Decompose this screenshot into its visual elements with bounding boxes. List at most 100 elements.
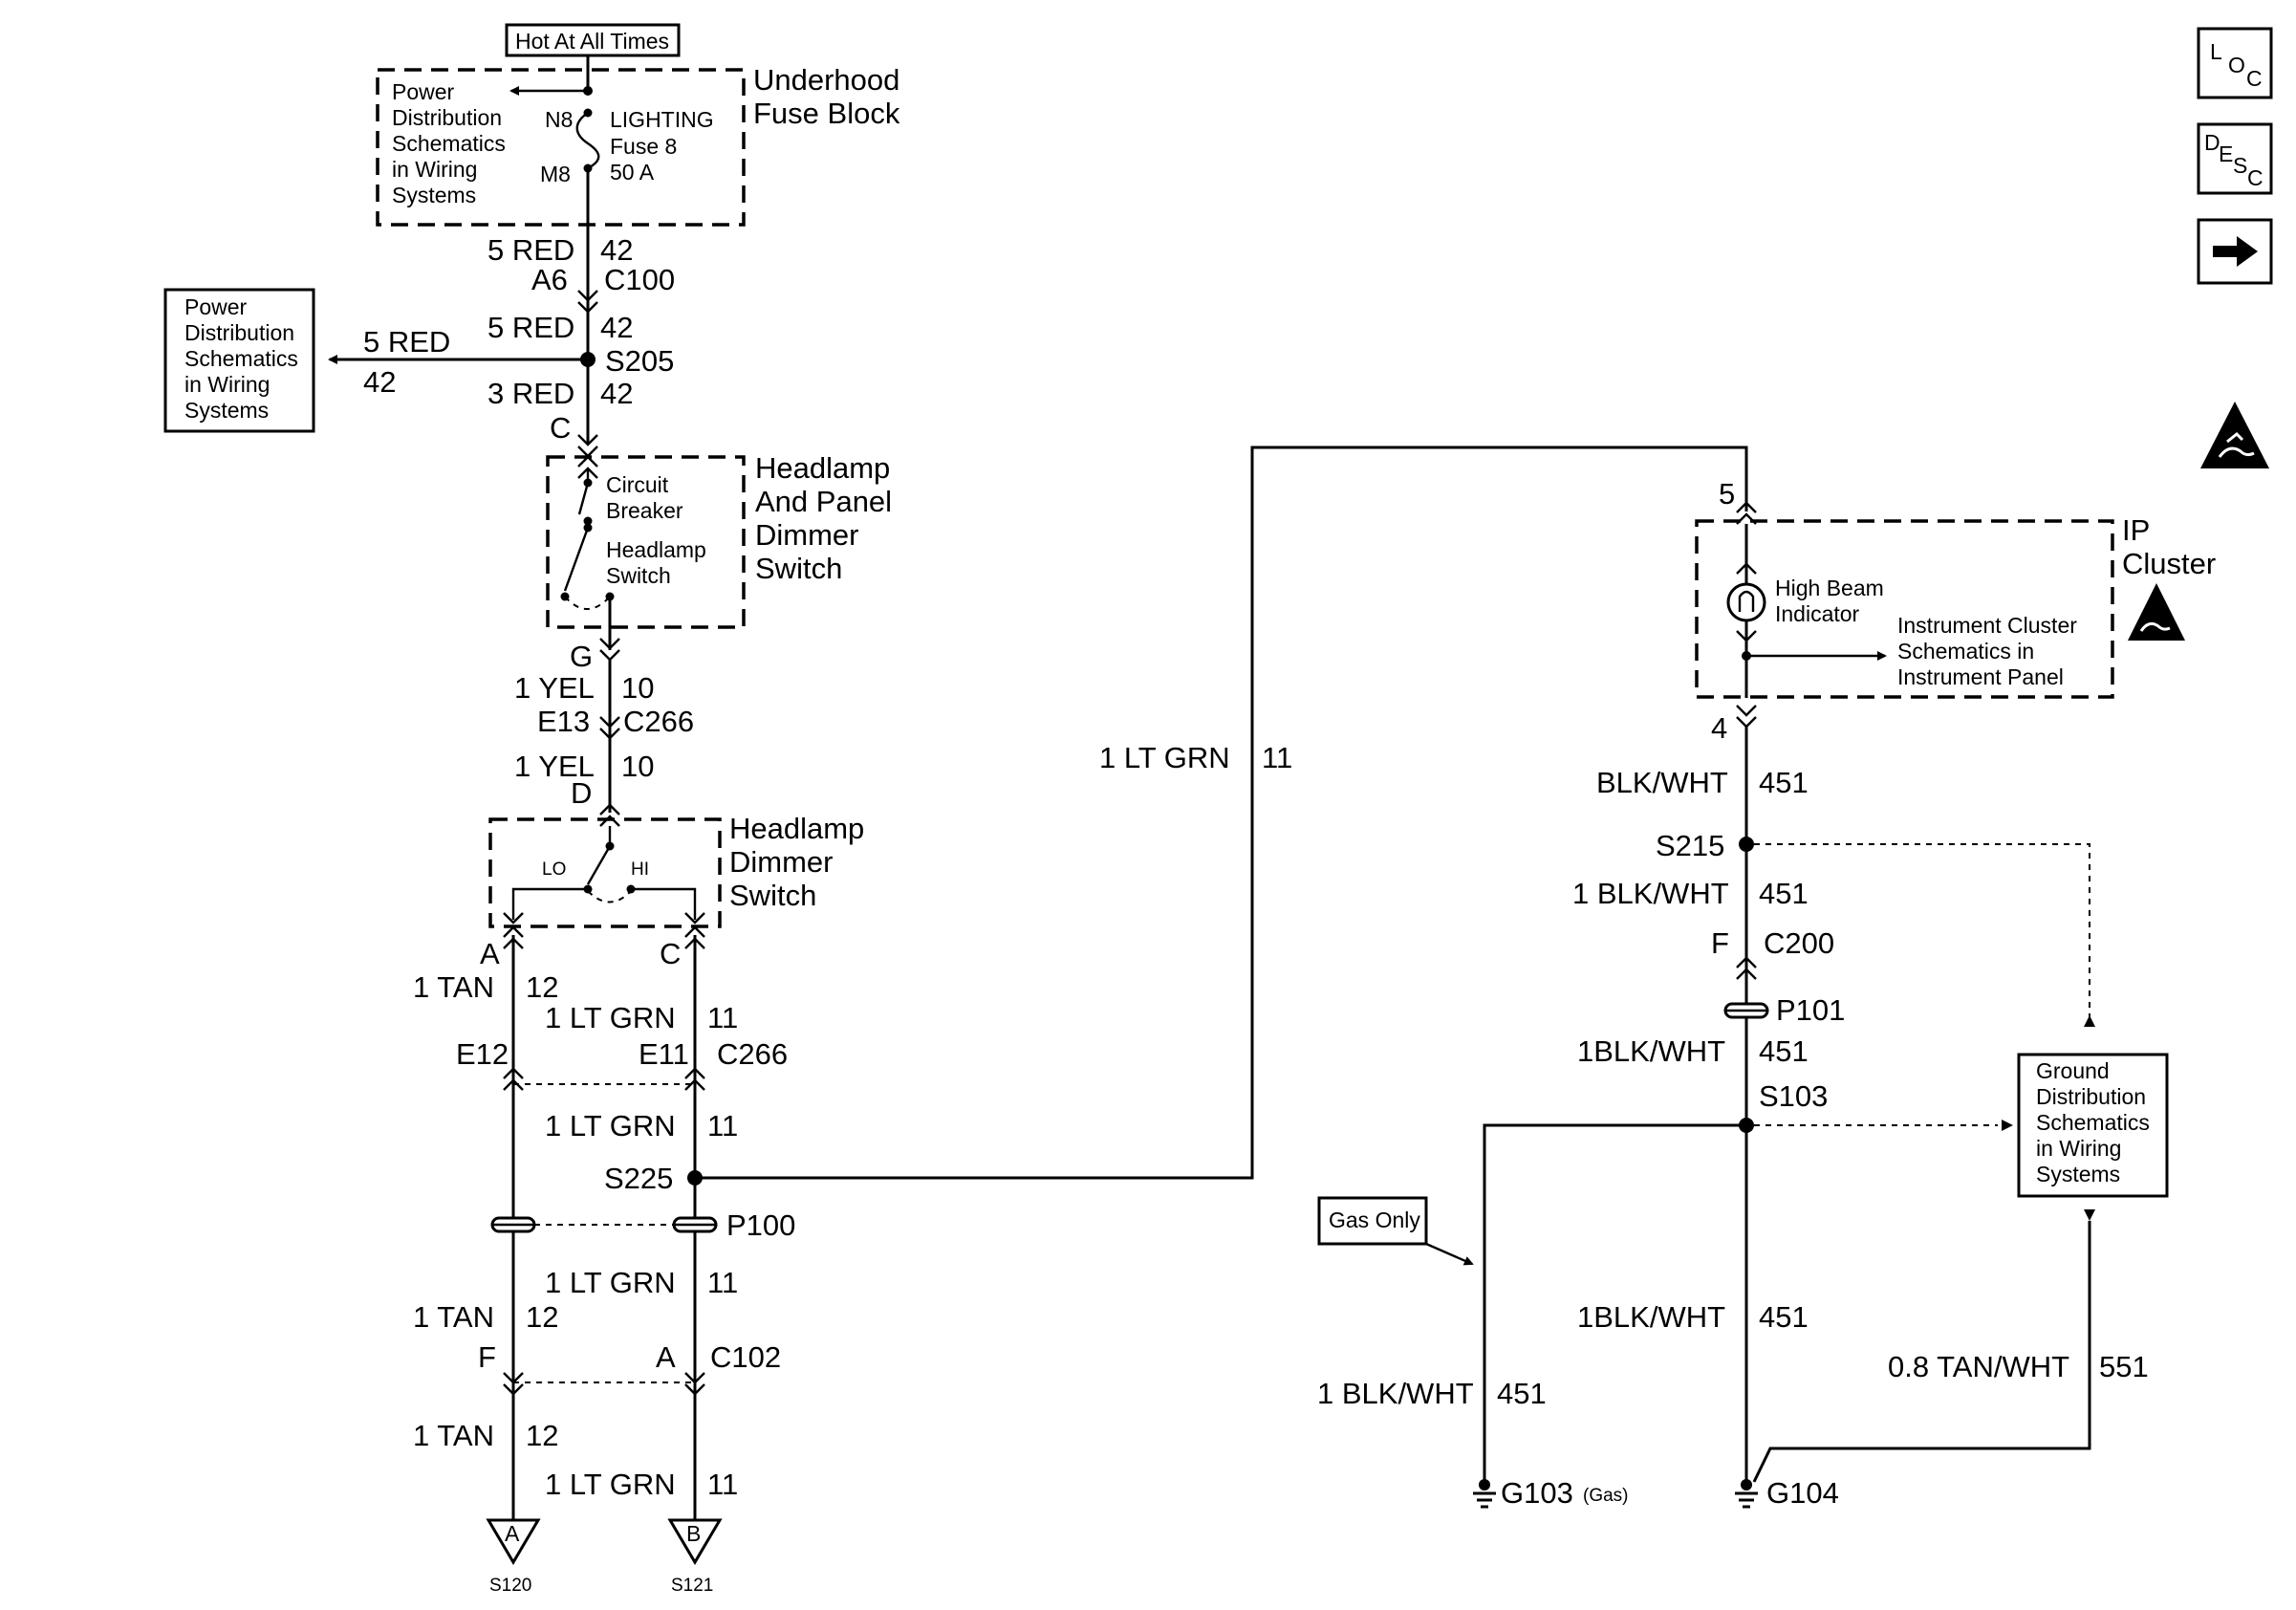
connector-label: C266	[717, 1037, 788, 1071]
svg-text:Power: Power	[184, 294, 248, 319]
svg-text:Systems: Systems	[392, 183, 476, 207]
svg-text:G104: G104	[1766, 1476, 1839, 1510]
connector-label: C102	[710, 1340, 781, 1374]
svg-text:(Gas): (Gas)	[1583, 1486, 1629, 1506]
svg-text:Headlamp: Headlamp	[755, 451, 890, 485]
svg-text:Systems: Systems	[2036, 1162, 2120, 1186]
svg-text:Systems: Systems	[184, 398, 269, 423]
pin-label: 4	[1711, 711, 1727, 745]
fuse-symbol	[575, 112, 600, 170]
svg-text:Switch: Switch	[729, 879, 816, 912]
wire-color-label: 1 LT GRN	[545, 1468, 676, 1501]
desc-button[interactable]: D E S C	[2197, 122, 2273, 195]
svg-text:High Beam: High Beam	[1775, 576, 1884, 600]
svg-text:Schematics in: Schematics in	[1897, 639, 2034, 664]
svg-text:Headlamp: Headlamp	[606, 537, 706, 562]
svg-text:Distribution: Distribution	[392, 105, 502, 130]
bulb-icon	[1726, 582, 1766, 622]
svg-text:LO: LO	[542, 859, 566, 880]
circuit-number: 451	[1759, 1034, 1809, 1068]
pin-label: F	[478, 1340, 496, 1374]
wire-color-label: 1 LT GRN	[1099, 741, 1230, 774]
hot-at-all-times-label: Hot At All Times	[505, 23, 681, 57]
esd-warning-icon	[2200, 402, 2269, 468]
gas-only-label: Gas Only	[1317, 1196, 1474, 1266]
pin-label: A	[656, 1340, 676, 1374]
splice-label: S205	[605, 344, 674, 378]
circuit-number: 451	[1759, 766, 1809, 799]
pin-label: F	[1711, 926, 1729, 960]
svg-text:HI: HI	[631, 859, 649, 880]
circuit-number: 11	[1262, 741, 1292, 774]
ground-distribution-reference-box[interactable]: Ground Distribution Schematics in Wiring…	[2017, 1053, 2169, 1198]
svg-text:A: A	[505, 1521, 520, 1546]
pin-label: C	[550, 411, 571, 445]
splice-s215	[1739, 837, 1754, 852]
wire-color-label: 1 TAN	[413, 1300, 494, 1334]
esd-warning-icon	[2128, 583, 2185, 641]
svg-text:Circuit: Circuit	[606, 472, 669, 497]
wire-color-label: 3 RED	[487, 377, 574, 410]
svg-text:C: C	[2247, 165, 2264, 190]
wire-color-label: 1 LT GRN	[545, 1109, 676, 1142]
svg-text:Indicator: Indicator	[1775, 601, 1860, 626]
connector-label: C100	[604, 263, 675, 296]
svg-text:C: C	[2246, 66, 2263, 91]
wire-color-label: 1 BLK/WHT	[1572, 877, 1729, 910]
wire-color-label: 0.8 TAN/WHT	[1888, 1350, 2069, 1383]
svg-text:And Panel: And Panel	[755, 485, 892, 518]
svg-text:in Wiring: in Wiring	[2036, 1136, 2121, 1161]
circuit-number: 451	[1759, 877, 1809, 910]
connector-label: C200	[1764, 926, 1834, 960]
svg-text:Hot At All Times: Hot At All Times	[515, 29, 669, 54]
pin-label: E11	[639, 1037, 689, 1071]
circuit-number: 451	[1759, 1300, 1809, 1334]
ip-cluster: IP Cluster High Beam Indicator Instrumen…	[1695, 513, 2216, 699]
pin-label: A6	[531, 263, 568, 296]
pin-label: E13	[537, 705, 590, 738]
svg-text:Underhood: Underhood	[753, 63, 899, 97]
svg-text:Power: Power	[392, 79, 455, 104]
next-arrow-button[interactable]	[2197, 218, 2273, 285]
svg-text:Ground: Ground	[2036, 1058, 2110, 1083]
svg-text:Schematics: Schematics	[2036, 1110, 2150, 1135]
circuit-number: 12	[526, 1300, 558, 1334]
svg-text:in Wiring: in Wiring	[184, 372, 270, 397]
svg-text:Fuse 8: Fuse 8	[610, 134, 677, 159]
svg-text:Switch: Switch	[606, 563, 671, 588]
underhood-fuse-block: Underhood Fuse Block Power Distribution …	[376, 63, 900, 227]
svg-text:P101: P101	[1776, 993, 1845, 1027]
splice-label: S225	[604, 1162, 673, 1195]
wire-color-label: 1 YEL	[514, 750, 595, 783]
arrow-right-icon	[2213, 236, 2258, 267]
wire-color-label: 1BLK/WHT	[1577, 1300, 1725, 1334]
loc-button[interactable]: L O C	[2197, 27, 2273, 99]
svg-text:50 A: 50 A	[610, 160, 655, 185]
svg-text:M8: M8	[540, 162, 571, 186]
wire-color-label: 1 TAN	[413, 970, 494, 1004]
pin-label: 5	[1719, 477, 1735, 511]
connector-label: C266	[623, 705, 694, 738]
svg-text:Distribution: Distribution	[2036, 1084, 2146, 1109]
connector-c100	[577, 290, 598, 314]
power-distribution-reference-box[interactable]: Power Distribution Schematics in Wiring …	[163, 288, 315, 433]
splice-label: S215	[1656, 829, 1724, 862]
wire-color-label: 1 LT GRN	[545, 1266, 676, 1299]
svg-text:Gas Only: Gas Only	[1329, 1208, 1420, 1232]
circuit-number: 551	[2099, 1350, 2149, 1383]
svg-text:LIGHTING: LIGHTING	[610, 107, 714, 132]
pin-label: C	[660, 937, 681, 970]
wire-color-label: 1 YEL	[514, 671, 595, 705]
circuit-number: 10	[621, 671, 654, 705]
splice-reference-s121[interactable]: B S121	[667, 1518, 723, 1596]
svg-text:O: O	[2228, 53, 2245, 77]
wire-color-label: 1 BLK/WHT	[1317, 1377, 1474, 1410]
wire-color-label: BLK/WHT	[1596, 766, 1728, 799]
ground-g104: G104	[1735, 1476, 1839, 1510]
svg-text:Fuse Block: Fuse Block	[753, 97, 900, 130]
svg-text:Schematics: Schematics	[184, 346, 298, 371]
svg-text:Headlamp: Headlamp	[729, 812, 864, 845]
wire-color-label: 1 TAN	[413, 1419, 494, 1452]
splice-reference-s120[interactable]: A S120	[486, 1518, 541, 1596]
